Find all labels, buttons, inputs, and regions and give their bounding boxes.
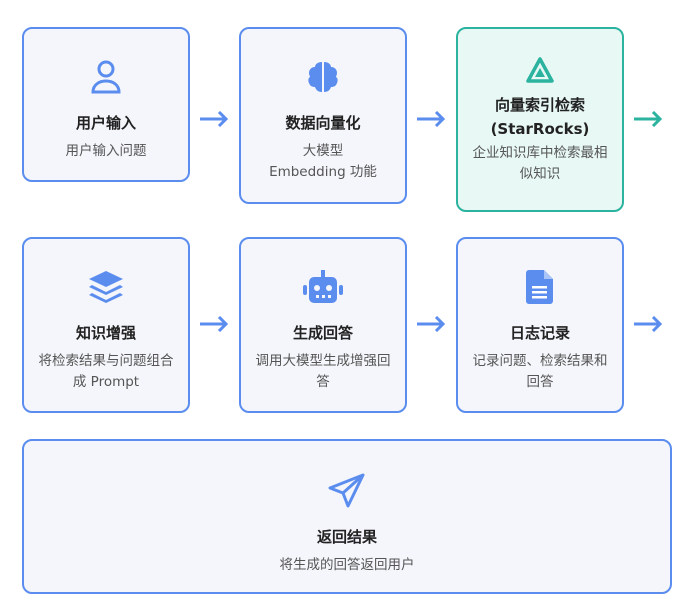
user-icon [24,57,188,97]
step-title: 生成回答 [292,324,353,342]
brain-icon [241,57,405,97]
arrow-right-icon [417,111,446,127]
step-user-input: 用户输入 用户输入问题 [22,27,190,182]
step-desc: 用户输入问题 [65,143,147,159]
layers-icon [24,267,188,307]
step-knowledge-enhance: 知识增强 将检索结果与问题组合成 Prompt [22,237,190,413]
step-title-sub: (StarRocks) [490,120,590,138]
step-generate-answer: 生成回答 调用大模型生成增强回答 [239,237,407,413]
robot-icon [241,267,405,307]
step-desc: 大模型 Embedding 功能 [269,143,377,180]
step-desc: 调用大模型生成增强回答 [255,353,391,390]
step-title: 用户输入 [75,114,136,132]
step-desc: 将生成的回答返回用户 [279,557,415,573]
step-title: 返回结果 [316,528,377,546]
step-title: 日志记录 [509,324,570,342]
step-title: 知识增强 [75,324,136,342]
step-desc: 记录问题、检索结果和回答 [472,353,608,390]
triangle-icon [458,55,622,85]
step-desc: 将检索结果与问题组合成 Prompt [38,353,174,390]
step-logging: 日志记录 记录问题、检索结果和回答 [456,237,624,413]
arrow-right-icon [634,111,663,127]
step-vector-search: 向量索引检索 (StarRocks) 企业知识库中检索最相似知识 [456,27,624,212]
arrow-right-icon [634,316,663,332]
step-title: 数据向量化 [285,114,361,132]
document-icon [458,267,622,307]
arrow-right-icon [200,111,229,127]
arrow-right-icon [417,316,446,332]
step-title: 向量索引检索 [494,96,585,114]
step-return-result: 返回结果 将生成的回答返回用户 [22,439,672,594]
send-icon [24,471,670,511]
step-desc: 企业知识库中检索最相似知识 [472,145,608,182]
step-vectorize: 数据向量化 大模型 Embedding 功能 [239,27,407,204]
arrow-right-icon [200,316,229,332]
